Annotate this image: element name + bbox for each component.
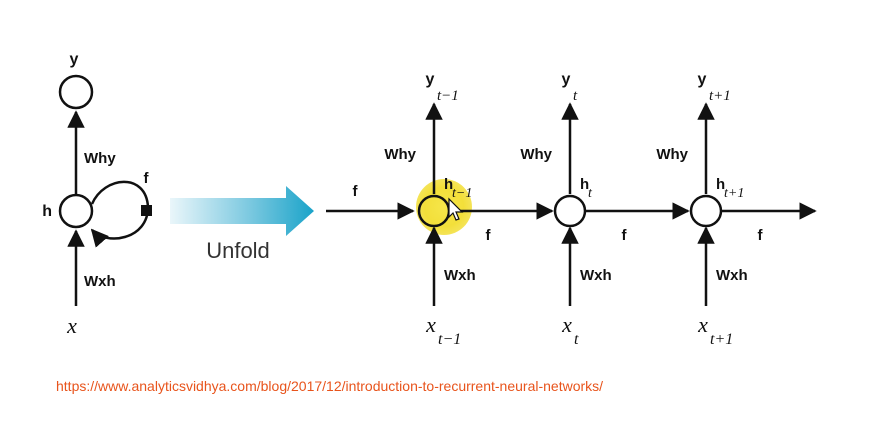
folded-hidden-node <box>58 193 94 229</box>
why-label-2: Why <box>656 146 688 163</box>
f-label-0: f <box>486 227 492 244</box>
output-letter-2: y <box>698 71 707 88</box>
source-link[interactable]: https://www.analyticsvidhya.com/blog/201… <box>56 378 604 394</box>
unfold-label: Unfold <box>206 238 270 263</box>
folded-output-label: y <box>70 51 79 68</box>
input-letter-2: x <box>697 312 708 337</box>
cursor-highlight <box>416 179 472 235</box>
unfold-arrow: Unfold <box>170 186 314 263</box>
f-label-1: f <box>622 227 628 244</box>
why-label-1: Why <box>520 146 552 163</box>
hidden-subscript-2: t+1 <box>724 186 744 201</box>
unrolled-rnn: f Whyyt−1ht−1Wxhxt−1fWhyythtWxhxtfWhyyt+… <box>326 71 817 348</box>
folded-why-label: Why <box>84 150 116 167</box>
folded-loop-label: f <box>144 170 150 187</box>
wxh-label-2: Wxh <box>716 267 748 284</box>
output-subscript-0: t−1 <box>437 88 459 104</box>
output-subscript-2: t+1 <box>709 88 731 104</box>
mouse-pointer-icon <box>448 197 464 221</box>
wxh-label-1: Wxh <box>580 267 612 284</box>
folded-loop-arrow <box>90 180 150 248</box>
input-letter-0: x <box>425 312 436 337</box>
hidden-letter-2: h <box>716 176 725 193</box>
input-subscript-2: t+1 <box>710 331 733 348</box>
wxh-label-0: Wxh <box>444 267 476 284</box>
folded-wxh-label: Wxh <box>84 273 116 290</box>
f-label-2: f <box>758 227 764 244</box>
output-subscript-1: t <box>573 88 578 104</box>
folded-rnn: y Why h f Wxh x <box>42 51 152 338</box>
hidden-node-1 <box>553 194 587 228</box>
input-subscript-0: t−1 <box>438 331 461 348</box>
input-letter-1: x <box>561 312 572 337</box>
folded-hidden-label: h <box>42 203 52 220</box>
hidden-subscript-1: t <box>588 186 593 201</box>
hidden-subscript-0: t−1 <box>452 186 472 201</box>
folded-loop-delay <box>141 205 152 216</box>
input-subscript-1: t <box>574 331 579 348</box>
incoming-f-label: f <box>353 183 359 200</box>
unfold-arrow-shape-bg <box>170 186 314 236</box>
output-letter-1: y <box>562 71 571 88</box>
folded-output-node <box>58 74 94 110</box>
hidden-letter-0: h <box>444 176 453 193</box>
why-label-0: Why <box>384 146 416 163</box>
hidden-node-2 <box>689 194 723 228</box>
folded-input-label: x <box>66 313 77 338</box>
hidden-letter-1: h <box>580 176 589 193</box>
output-letter-0: y <box>426 71 435 88</box>
